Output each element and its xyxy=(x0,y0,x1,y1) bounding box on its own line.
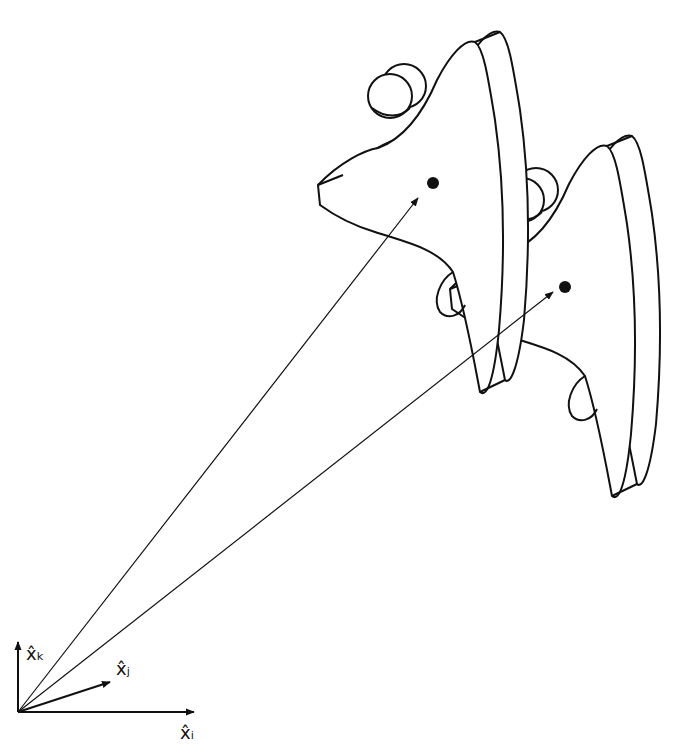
center-of-mass-dot xyxy=(427,177,439,189)
position-vector xyxy=(18,198,418,712)
position-vector xyxy=(18,292,553,712)
axis-label: x̂ₖ xyxy=(26,645,44,663)
axis-arrow xyxy=(17,642,19,712)
axis-arrow xyxy=(18,711,194,713)
rigid-body xyxy=(318,31,528,393)
axis-label: x̂ⱼ xyxy=(116,660,130,678)
axis-arrow xyxy=(18,682,110,712)
axis-label: x̂ᵢ xyxy=(180,724,194,742)
center-of-mass-dot xyxy=(559,281,571,293)
